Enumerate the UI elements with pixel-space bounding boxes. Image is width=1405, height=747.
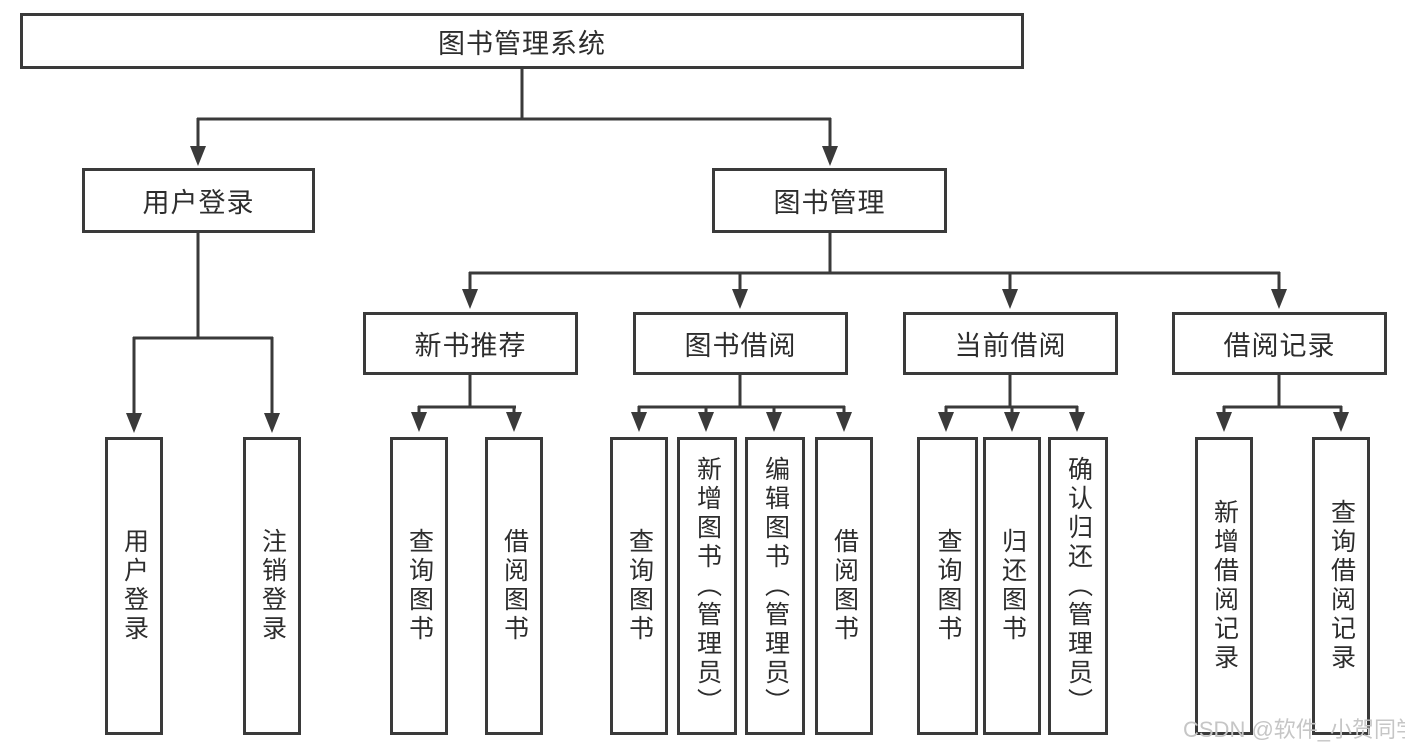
- node-user-login: 用户登录: [82, 168, 315, 233]
- leaf-user-login: 用户登录: [105, 437, 163, 735]
- leaf-query-books-borrowing: 查询图书: [610, 437, 668, 735]
- leaf-add-borrow-record: 新增借阅记录: [1195, 437, 1253, 735]
- leaf-query-books-current: 查询图书: [917, 437, 978, 735]
- node-book-management: 图书管理: [712, 168, 947, 233]
- leaf-query-books-recommend: 查询图书: [390, 437, 448, 735]
- leaf-borrow-books: 借阅图书: [815, 437, 873, 735]
- node-library-system: 图书管理系统: [20, 13, 1024, 69]
- leaf-query-borrow-record: 查询借阅记录: [1312, 437, 1370, 735]
- watermark: CSDN @软件_小贺同学: [1183, 717, 1405, 742]
- leaf-borrow-books-recommend: 借阅图书: [485, 437, 543, 735]
- node-book-borrowing: 图书借阅: [633, 312, 848, 375]
- leaf-logout-login: 注销登录: [243, 437, 301, 735]
- leaf-return-book: 归还图书: [983, 437, 1041, 735]
- node-current-borrowing: 当前借阅: [903, 312, 1118, 375]
- leaf-confirm-return-admin: 确认归还（管理员）: [1048, 437, 1108, 735]
- leaf-edit-book-admin: 编辑图书（管理员）: [745, 437, 805, 735]
- node-new-book-recommendation: 新书推荐: [363, 312, 578, 375]
- leaf-add-book-admin: 新增图书（管理员）: [677, 437, 737, 735]
- arrowheads: [126, 146, 1349, 433]
- node-borrowing-records: 借阅记录: [1172, 312, 1387, 375]
